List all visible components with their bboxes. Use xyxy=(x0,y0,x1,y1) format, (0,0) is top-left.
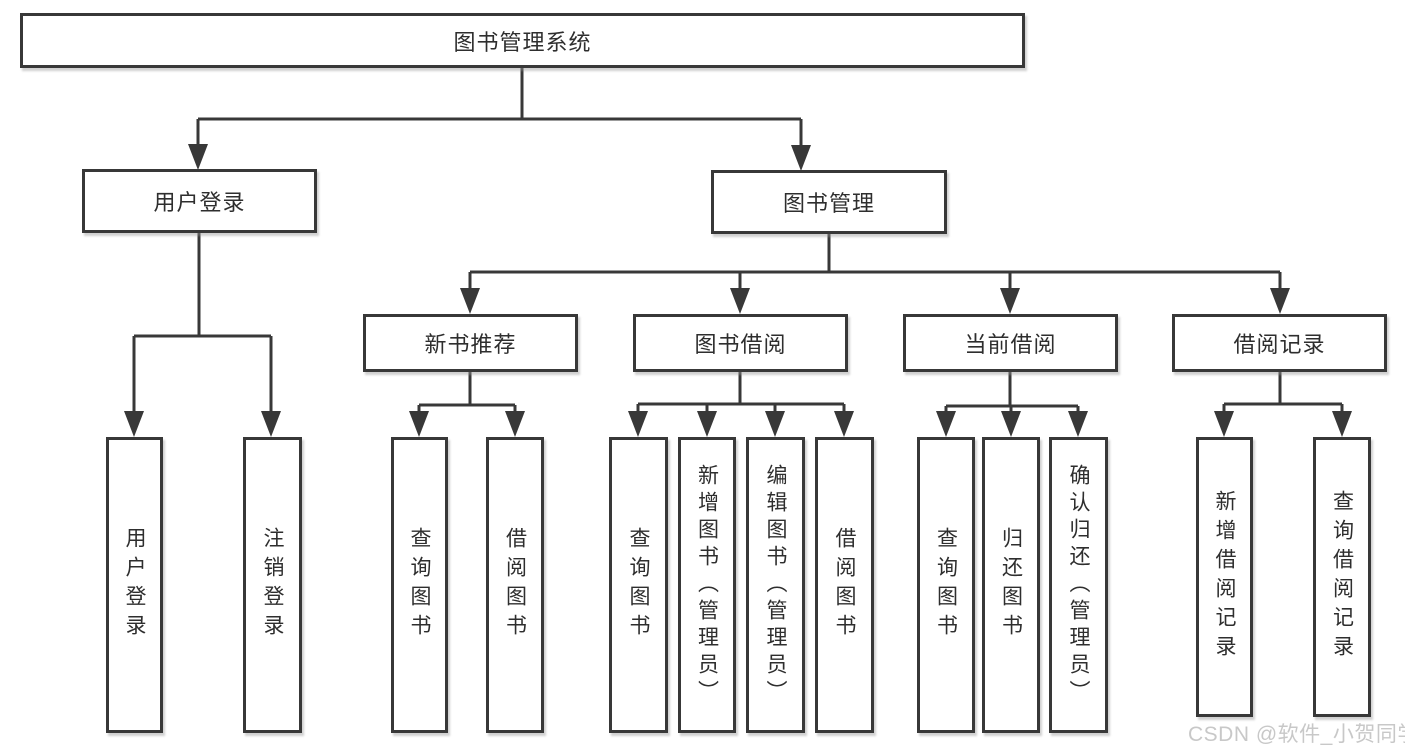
leaf-label: 借阅图书 xyxy=(833,527,856,643)
leaf-borrow-books-1: 借阅图书 xyxy=(486,437,544,733)
leaf-label: 查询图书 xyxy=(408,527,431,643)
node-label: 图书借阅 xyxy=(694,332,787,357)
leaf-return-books: 归还图书 xyxy=(982,437,1040,733)
leaf-label: 查询图书 xyxy=(627,527,650,643)
leaf-label: 新增图书（管理员） xyxy=(695,463,719,707)
node-label: 新书推荐 xyxy=(424,332,517,357)
leaf-label: 查询图书 xyxy=(934,527,958,643)
leaf-label: 注销登录 xyxy=(261,527,284,643)
node-book-borrowing: 图书借阅 xyxy=(633,314,848,372)
node-label: 图书管理 xyxy=(782,191,875,216)
leaf-add-borrow-record: 新增借阅记录 xyxy=(1196,437,1253,717)
node-root-label: 图书管理系统 xyxy=(453,29,592,55)
leaf-logout: 注销登录 xyxy=(243,437,302,733)
leaf-label: 用户登录 xyxy=(123,527,146,643)
csdn-watermark: CSDN @软件_小贺同学 xyxy=(1188,723,1405,746)
node-new-book-recommend: 新书推荐 xyxy=(363,314,578,372)
leaf-edit-books-admin: 编辑图书（管理员） xyxy=(746,437,805,733)
node-label: 当前借阅 xyxy=(964,332,1057,357)
leaf-label: 编辑图书（管理员） xyxy=(764,463,787,707)
arrowheads xyxy=(124,144,1352,437)
leaf-query-books-2: 查询图书 xyxy=(609,437,668,733)
leaf-user-login: 用户登录 xyxy=(106,437,163,733)
leaf-query-borrow-record: 查询借阅记录 xyxy=(1313,437,1371,717)
node-current-borrowing: 当前借阅 xyxy=(903,314,1118,372)
leaf-query-books-1: 查询图书 xyxy=(391,437,448,733)
node-book-management-branch: 图书管理 xyxy=(711,170,947,234)
leaf-label: 查询借阅记录 xyxy=(1330,490,1354,664)
node-label: 借阅记录 xyxy=(1233,332,1326,357)
node-label: 用户登录 xyxy=(153,190,246,215)
node-user-login-branch: 用户登录 xyxy=(82,169,317,233)
node-root-system: 图书管理系统 xyxy=(20,13,1025,68)
leaf-query-books-3: 查询图书 xyxy=(917,437,975,733)
node-borrowing-records: 借阅记录 xyxy=(1172,314,1387,372)
leaf-label: 借阅图书 xyxy=(503,527,527,643)
leaf-label: 归还图书 xyxy=(999,527,1023,643)
leaf-label: 确认归还（管理员） xyxy=(1067,463,1090,707)
leaf-label: 新增借阅记录 xyxy=(1213,490,1236,664)
leaf-borrow-books-2: 借阅图书 xyxy=(815,437,874,733)
leaf-add-books-admin: 新增图书（管理员） xyxy=(678,437,736,733)
tree-edges xyxy=(132,68,1344,417)
leaf-confirm-return-admin: 确认归还（管理员） xyxy=(1049,437,1108,733)
